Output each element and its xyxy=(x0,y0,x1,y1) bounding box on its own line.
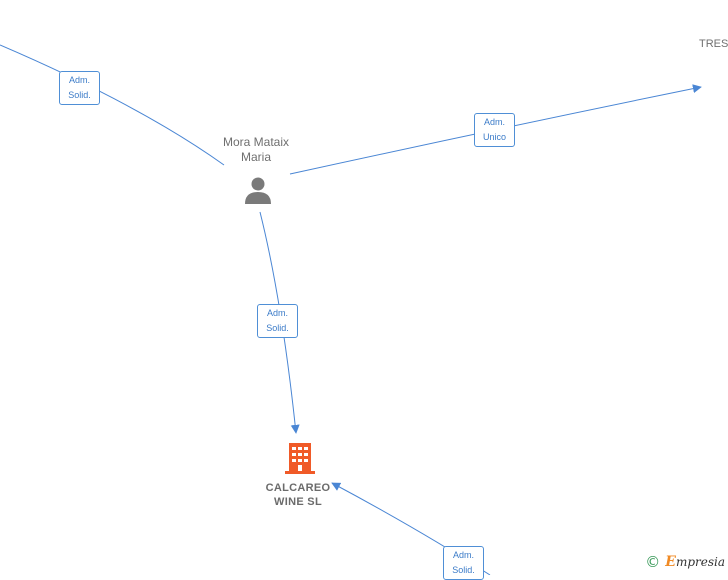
edge-label-middle-line1: Adm. xyxy=(266,308,288,318)
edge-label-bottom-line2: Solid. xyxy=(452,565,475,575)
company-node-label[interactable]: CALCAREO WINE SL xyxy=(248,481,348,509)
person-node-label[interactable]: Mora Mataix Maria xyxy=(206,135,306,165)
edge-label-unico-line2: Unico xyxy=(482,132,506,142)
brand-logo: Empresia xyxy=(665,554,725,570)
external-node-label[interactable]: TRES xyxy=(699,37,728,52)
company-name-line2: WINE SL xyxy=(274,496,322,508)
edge-label-middle-line2: Solid. xyxy=(266,323,289,333)
edge-label-top-left-line2: Solid. xyxy=(68,90,91,100)
edge-label-bottom-line1: Adm. xyxy=(452,550,474,560)
empresia-watermark: © Empresia xyxy=(645,553,725,571)
brand-rest: mpresia xyxy=(675,555,725,569)
building-icon[interactable] xyxy=(285,443,315,474)
person-name-line2: Maria xyxy=(240,150,271,164)
external-node-name: TRES xyxy=(699,38,728,50)
edge-label-top-left[interactable]: Adm. Solid. xyxy=(59,71,100,105)
edge-label-unico-line1: Adm. xyxy=(483,117,505,127)
brand-initial: E xyxy=(665,554,676,570)
person-icon[interactable] xyxy=(245,177,271,205)
person-name-line1: Mora Mataix xyxy=(222,135,290,149)
edge-label-top-left-line1: Adm. xyxy=(68,75,90,85)
edge-label-unico[interactable]: Adm. Unico xyxy=(474,113,515,147)
company-name-line1: CALCAREO xyxy=(265,482,331,494)
edge-line-top-left xyxy=(0,44,225,166)
copyright-icon: © xyxy=(645,553,661,571)
edge-label-middle[interactable]: Adm. Solid. xyxy=(257,304,298,338)
